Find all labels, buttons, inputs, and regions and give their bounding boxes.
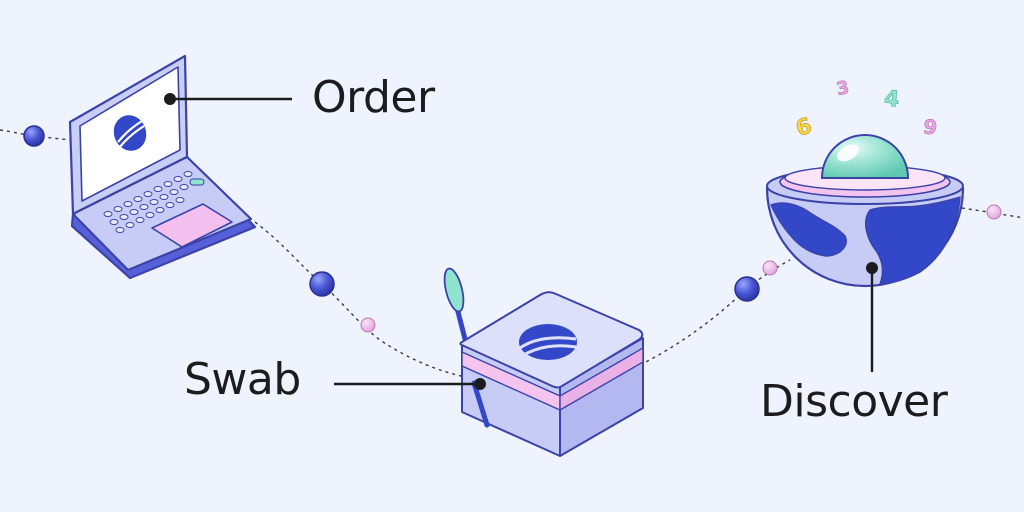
connector-bead (23, 125, 45, 147)
continent (864, 196, 961, 285)
callout-discover (866, 262, 878, 372)
connector-bead (309, 271, 335, 297)
digit-3: 3 (835, 77, 852, 100)
continent (770, 202, 847, 257)
swab-kit-illustration (443, 267, 644, 457)
step-label-swab: Swab (184, 354, 301, 405)
callout-swab (334, 378, 486, 390)
step-label-discover: Discover (760, 376, 948, 427)
dome (820, 134, 910, 179)
connector-path (0, 129, 1024, 379)
digit-4: 4 (883, 86, 901, 112)
keyboard (103, 171, 205, 233)
laptop-illustration (68, 54, 257, 280)
brand-logo-icon (113, 115, 147, 151)
globe-illustration (765, 134, 965, 288)
connector-bead (762, 260, 778, 276)
digit-9: 9 (921, 114, 939, 140)
floating-digits: 6 3 4 9 (793, 77, 940, 143)
step-label-order: Order (312, 72, 435, 123)
digit-6: 6 (793, 114, 815, 143)
connector-bead (986, 204, 1002, 220)
connector-bead (734, 276, 760, 302)
connector-bead (360, 317, 376, 333)
trackpad (151, 203, 233, 248)
brand-logo-icon (519, 324, 577, 360)
callout-order (164, 93, 292, 105)
